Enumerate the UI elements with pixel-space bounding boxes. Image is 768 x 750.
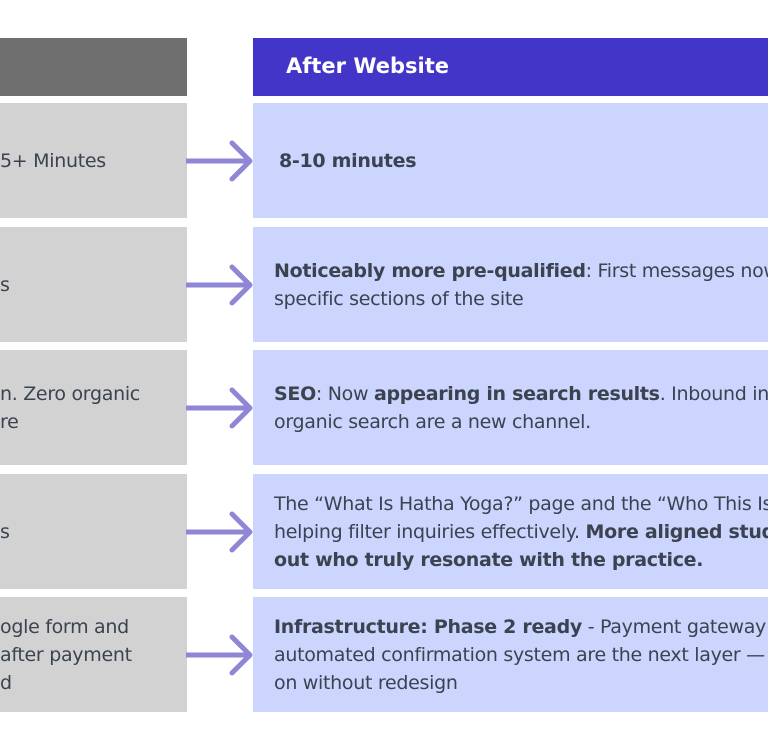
text: The “What Is Hatha Yoga?” page and the “… xyxy=(274,492,768,515)
bold-text: 8-10 minutes xyxy=(279,149,417,172)
after-cell: The “What Is Hatha Yoga?” page and the “… xyxy=(253,474,768,589)
after-cell: Infrastructure: Phase 2 ready - Payment … xyxy=(253,597,768,712)
before-cell: s xyxy=(0,474,187,589)
before-line: d xyxy=(0,671,12,694)
before-cell: n. Zero organic re xyxy=(0,350,187,465)
before-text: ogle form and after payment d xyxy=(0,613,132,697)
after-header: After Website xyxy=(253,38,768,96)
bold-text: Noticeably more pre-qualified xyxy=(274,259,586,282)
before-line: 5+ Minutes xyxy=(0,149,106,172)
arrow-right-icon xyxy=(186,264,253,305)
after-line: out who truly resonate with the practice… xyxy=(274,546,768,574)
after-line: helping filter inquiries effectively. Mo… xyxy=(274,518,768,546)
after-line: 8-10 minutes xyxy=(279,147,417,175)
text: on without redesign xyxy=(274,671,458,694)
bold-text: out who truly resonate with the practice… xyxy=(274,548,704,571)
before-line: re xyxy=(0,410,19,433)
after-text: SEO: Now appearing in search results. In… xyxy=(274,380,768,436)
before-cell: 5+ Minutes xyxy=(0,103,187,218)
before-text: s xyxy=(0,271,10,299)
before-line: n. Zero organic xyxy=(0,382,140,405)
after-line: Noticeably more pre-qualified: First mes… xyxy=(274,257,768,285)
arrow-right-icon xyxy=(186,634,253,675)
text: - Payment gateway int xyxy=(587,615,768,638)
after-line: organic search are a new channel. xyxy=(274,408,768,436)
before-line: s xyxy=(0,520,10,543)
text: specific sections of the site xyxy=(274,287,524,310)
bold-text: Infrastructure: Phase 2 ready xyxy=(274,615,582,638)
after-text: Infrastructure: Phase 2 ready - Payment … xyxy=(274,613,768,697)
before-line: after payment xyxy=(0,643,132,666)
after-text: The “What Is Hatha Yoga?” page and the “… xyxy=(274,490,768,574)
before-text: s xyxy=(0,518,10,546)
after-header-title: After Website xyxy=(286,54,450,78)
after-line: on without redesign xyxy=(274,669,768,697)
after-cell: SEO: Now appearing in search results. In… xyxy=(253,350,768,465)
arrow-right-icon xyxy=(186,511,253,552)
after-line: specific sections of the site xyxy=(274,285,768,313)
text: organic search are a new channel. xyxy=(274,410,591,433)
after-cell: Noticeably more pre-qualified: First mes… xyxy=(253,227,768,342)
before-cell: ogle form and after payment d xyxy=(0,597,187,712)
after-line: Infrastructure: Phase 2 ready - Payment … xyxy=(274,613,768,641)
arrow-right-icon xyxy=(186,140,253,181)
text: : First messages now xyxy=(585,259,768,282)
bold-text: SEO xyxy=(274,382,316,405)
text: helping filter inquiries effectively. xyxy=(274,520,586,543)
text: automated confirmation system are the ne… xyxy=(274,643,765,666)
arrow-right-icon xyxy=(186,387,253,428)
after-line: automated confirmation system are the ne… xyxy=(274,641,768,669)
before-line: ogle form and xyxy=(0,615,129,638)
text: : Now xyxy=(315,382,374,405)
before-text: 5+ Minutes xyxy=(0,147,106,175)
text: . Inbound inqu xyxy=(659,382,768,405)
after-line: SEO: Now appearing in search results. In… xyxy=(274,380,768,408)
before-line: s xyxy=(0,273,10,296)
before-header xyxy=(0,38,187,96)
after-line: The “What Is Hatha Yoga?” page and the “… xyxy=(274,490,768,518)
before-cell: s xyxy=(0,227,187,342)
before-text: n. Zero organic re xyxy=(0,380,140,436)
bold-text: More aligned stud xyxy=(585,520,768,543)
bold-text: appearing in search results xyxy=(373,382,660,405)
after-text: 8-10 minutes xyxy=(279,147,417,175)
after-text: Noticeably more pre-qualified: First mes… xyxy=(274,257,768,313)
after-cell: 8-10 minutes xyxy=(253,103,768,218)
